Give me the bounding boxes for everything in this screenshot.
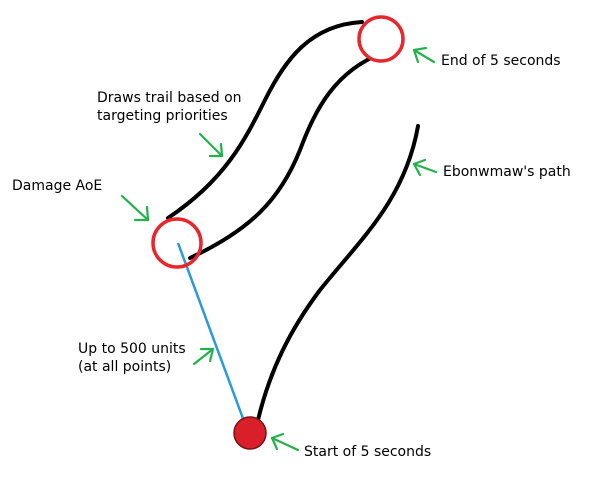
trail-right-edge [188, 50, 387, 260]
trail-left-edge [166, 20, 364, 220]
label-range-line1: Up to 500 units [78, 341, 186, 357]
label-start: Start of 5 seconds [304, 444, 432, 460]
aoe-circle-current [151, 217, 203, 269]
arrow-end-icon [412, 46, 436, 64]
start-point [233, 416, 267, 450]
arrows [120, 46, 438, 452]
arrow-start-icon [270, 432, 300, 452]
label-range-line2: (at all points) [78, 359, 172, 375]
aoe-circle-end [357, 15, 405, 63]
label-draws-trail-line2: targeting priorities [97, 108, 228, 124]
arrow-damage-aoe-icon [120, 194, 150, 222]
range-line [176, 242, 250, 433]
label-damage-aoe: Damage AoE [12, 178, 103, 194]
arrow-range-icon [192, 347, 215, 366]
arrow-draws-trail-icon [198, 132, 224, 158]
label-end: End of 5 seconds [441, 53, 561, 69]
ebonwmaw-path [256, 124, 420, 422]
label-path: Ebonwmaw's path [443, 164, 571, 180]
label-draws-trail-line1: Draws trail based on [97, 90, 242, 106]
arrow-path-icon [412, 158, 438, 177]
